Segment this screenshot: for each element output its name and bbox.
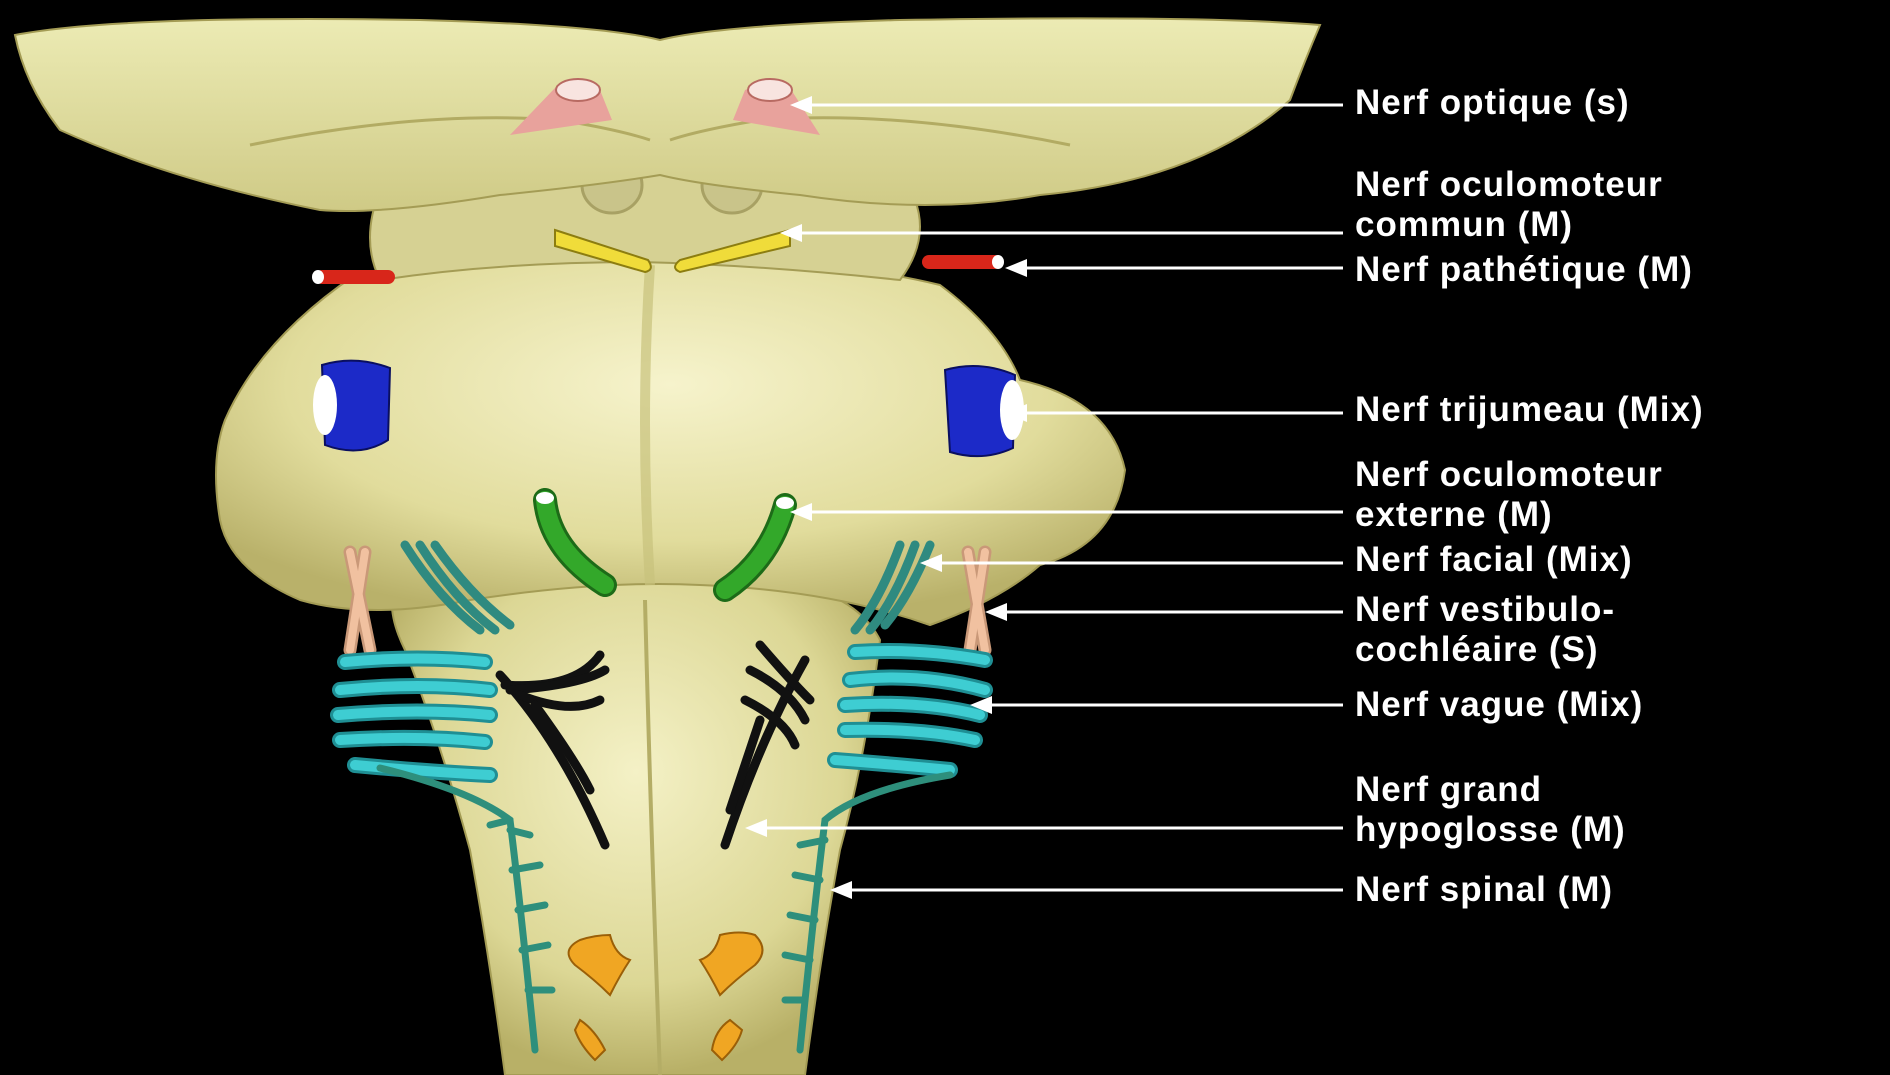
label-facial-line: Nerf facial (Mix) xyxy=(1355,540,1633,580)
trochlear-left xyxy=(315,270,395,284)
pons-groove xyxy=(645,265,650,585)
label-vestibulo-line: cochléaire (S) xyxy=(1355,630,1615,670)
label-vague-line: Nerf vague (Mix) xyxy=(1355,685,1643,725)
label-pathetique-line: Nerf pathétique (M) xyxy=(1355,250,1693,290)
label-optique-line: Nerf optique (s) xyxy=(1355,83,1630,123)
label-trijumeau: Nerf trijumeau (Mix) xyxy=(1355,390,1704,430)
label-spinal-line: Nerf spinal (M) xyxy=(1355,870,1613,910)
trochlear-right-cut xyxy=(992,255,1004,269)
label-oculomoteur-externe-line: externe (M) xyxy=(1355,495,1663,535)
label-facial: Nerf facial (Mix) xyxy=(1355,540,1633,580)
label-spinal: Nerf spinal (M) xyxy=(1355,870,1613,910)
label-oculomoteur-externe-line: Nerf oculomoteur xyxy=(1355,455,1663,495)
label-hypoglosse-line: Nerf grand xyxy=(1355,770,1626,810)
leader-arrowhead-pathetique xyxy=(1005,259,1027,277)
label-vestibulo-line: Nerf vestibulo- xyxy=(1355,590,1615,630)
label-pathetique: Nerf pathétique (M) xyxy=(1355,250,1693,290)
abducens-left-cut xyxy=(536,492,554,504)
optic-nerve-left-cut xyxy=(556,79,600,101)
label-vague: Nerf vague (Mix) xyxy=(1355,685,1643,725)
label-oculomoteur-commun-line: Nerf oculomoteur xyxy=(1355,165,1663,205)
label-trijumeau-line: Nerf trijumeau (Mix) xyxy=(1355,390,1704,430)
label-hypoglosse-line: hypoglosse (M) xyxy=(1355,810,1626,850)
label-vestibulo: Nerf vestibulo-cochléaire (S) xyxy=(1355,590,1615,670)
leader-arrowhead-vestibulo xyxy=(985,603,1007,621)
label-oculomoteur-commun-line: commun (M) xyxy=(1355,205,1663,245)
trigeminal-left-cut xyxy=(313,375,337,435)
label-optique: Nerf optique (s) xyxy=(1355,83,1630,123)
trochlear-left-cut xyxy=(312,270,324,284)
trochlear-right xyxy=(922,255,1002,269)
optic-nerve-right-cut xyxy=(748,79,792,101)
abducens-right-cut xyxy=(776,497,794,509)
